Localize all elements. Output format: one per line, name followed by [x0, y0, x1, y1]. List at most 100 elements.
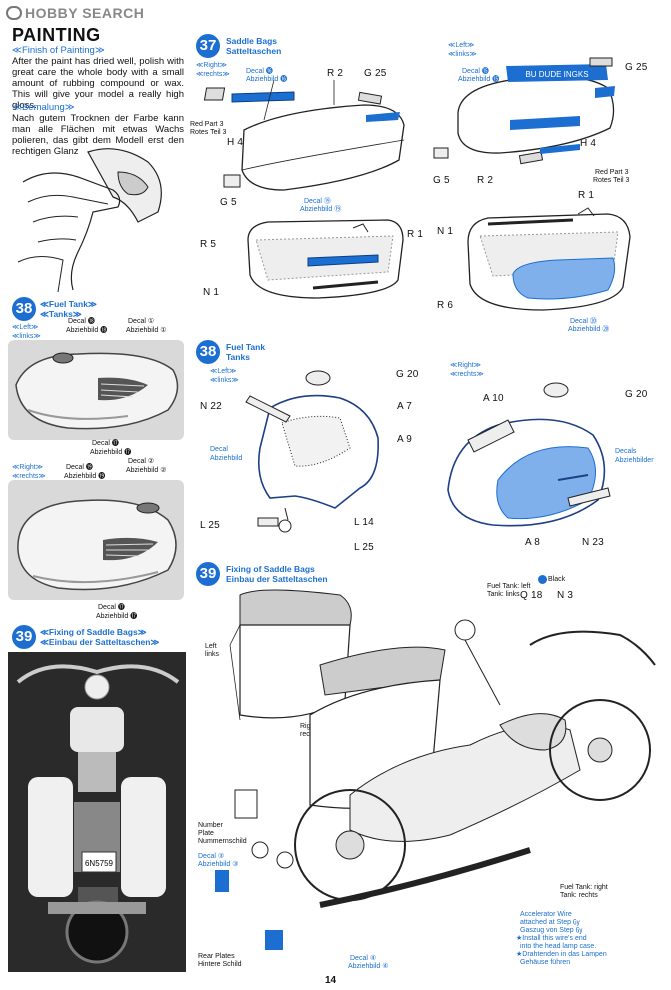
- decal35-label-de: Abziehbild ⑲: [300, 206, 342, 213]
- s38-left-de: ≪links≫: [210, 377, 239, 384]
- a8-label: A 8: [525, 537, 541, 548]
- fuel-tank-title-en: ≪Fuel Tank≫: [40, 299, 97, 309]
- accel-wire-3: Gaszug von Step ㏉: [520, 927, 583, 934]
- n1b-label: N 1: [437, 226, 454, 237]
- r2-label: R 2: [327, 68, 344, 79]
- n1-label: N 1: [203, 287, 220, 298]
- saddle-bags-title-en: Saddle Bags: [226, 36, 278, 46]
- decal-label-de: Abziehbild: [210, 455, 243, 462]
- s38-left-en: ≪Left≫: [210, 368, 237, 375]
- right-label-de: ≪rechts≫: [12, 473, 46, 480]
- s37-left-en: ≪Left≫: [448, 42, 475, 49]
- logo-mark-icon: [6, 6, 22, 20]
- decal16-label-de: Abziehbild ⓯: [458, 76, 500, 83]
- red-part-label: Red Part 3: [190, 121, 224, 128]
- l25-label: L 25: [200, 520, 220, 531]
- decal35-label: Decal ⑲: [304, 198, 331, 205]
- accel-wire-4: ★Install this wire's end: [516, 935, 587, 942]
- left-label-de: ≪links≫: [12, 333, 41, 340]
- motorcycle-rear-photo: 6N5759: [8, 652, 186, 972]
- decals-label: Decals: [615, 448, 637, 455]
- accel-wire-6: ★Drahtenden in das Lampen: [516, 951, 607, 958]
- fuel-tank-title-de-r: Tanks: [226, 352, 250, 362]
- decal17-label: Decal ⓰: [246, 68, 273, 75]
- painting-title: PAINTING: [12, 25, 101, 45]
- decal18r-label: Decal ⓱: [98, 604, 125, 611]
- red-part-label-de: Rotes Teil 3: [190, 129, 227, 136]
- number-plate-label-2: Plate: [198, 830, 214, 837]
- fuel-tank-title-en-r: Fuel Tank: [226, 342, 266, 352]
- saddle-bags-title-de: Satteltaschen: [226, 46, 282, 56]
- l25b-label: L 25: [354, 542, 374, 553]
- r2b-label: R 2: [477, 175, 494, 186]
- s38-right-de: ≪rechts≫: [450, 371, 484, 378]
- step-38-badge: 38: [196, 340, 220, 364]
- rear-plates-label: Rear Plates: [198, 953, 235, 960]
- finish-de-title: ≪Bemalung≫: [12, 102, 75, 113]
- fixing-saddle-title-en-r: Fixing of Saddle Bags: [226, 564, 315, 574]
- decal18r-label-de: Abziehbild ⓱: [96, 613, 138, 620]
- ft-left-label-de: Tank: links: [487, 591, 520, 598]
- left-label-en: ≪Left≫: [12, 324, 39, 331]
- black-label: Black: [548, 576, 566, 583]
- decal4-label: Decal ④: [350, 955, 377, 962]
- decal19-label-de: Abziehbild ⓲: [66, 327, 108, 334]
- decal2-label: Decal ②: [128, 458, 155, 465]
- g5b-label: G 5: [433, 175, 450, 186]
- s37-left-de: ≪links≫: [448, 51, 477, 58]
- number-plate-label-1: Number: [198, 822, 223, 829]
- step-37-badge: 37: [196, 34, 220, 58]
- n23-label: N 23: [582, 537, 604, 548]
- decal18-label-de: Abziehbild ⓱: [90, 449, 132, 456]
- left-bag-label: Left: [205, 643, 217, 650]
- a10-label: A 10: [483, 393, 504, 404]
- finish-de-text: Nach gutem Trocknen der Farbe kann man a…: [12, 113, 184, 157]
- decal2-label-de: Abziehbild ②: [126, 467, 167, 474]
- decal1-label-de: Abziehbild ①: [126, 327, 167, 334]
- finish-en-title: ≪Finish of Painting≫: [12, 45, 105, 56]
- decal3-label-de: Abziehbild ③: [198, 861, 239, 868]
- decal4-label-de: Abziehbild ④: [348, 963, 389, 970]
- left-saddle-bag-box: [458, 202, 638, 322]
- number-plate-label-3: Nummernschild: [198, 838, 247, 845]
- decal20-label-de: Abziehbild ⓳: [64, 473, 106, 480]
- left-fuel-tank-drawing: [240, 368, 390, 548]
- r6-label: R 6: [437, 300, 454, 311]
- red-part2-label-de: Rotes Teil 3: [593, 177, 630, 184]
- step-39-badge-left: 39: [12, 625, 36, 649]
- right-fuel-tank-drawing: [438, 380, 628, 540]
- fixing-saddle-title-de: ≪Einbau der Satteltaschen≫: [40, 637, 160, 647]
- black-paint-dot-icon: [538, 575, 547, 584]
- q18-label: Q 18: [520, 590, 543, 601]
- decal20-label: Decal ⓳: [66, 464, 93, 471]
- decal3-label: Decal ③: [198, 853, 225, 860]
- decal17-label-de: Abziehbild ⓰: [246, 76, 288, 83]
- l14-label: L 14: [354, 517, 374, 528]
- h4b-label: H 4: [580, 138, 597, 149]
- g5-label: G 5: [220, 197, 237, 208]
- left-saddle-bag-lid: BU DUDE INGKS: [430, 58, 615, 178]
- page-number: 14: [325, 975, 337, 986]
- finish-en-text: After the paint has dried well, polish w…: [12, 56, 184, 111]
- a9-label: A 9: [397, 434, 413, 445]
- accel-wire-7: Gehäuse führen: [520, 959, 571, 966]
- polishing-hand-illustration: [18, 142, 183, 292]
- decal-label: Decal: [210, 446, 228, 453]
- step-39-badge: 39: [196, 562, 220, 586]
- hobby-search-logo: HOBBY SEARCH: [6, 4, 144, 22]
- fuel-tank-right-photo: [8, 480, 184, 600]
- ft-right-label: Fuel Tank: right: [560, 884, 608, 891]
- accel-wire-1: Accelerator Wire: [520, 911, 572, 918]
- accel-wire-5: into the head lamp case.: [520, 943, 597, 950]
- right-saddle-bag-lid: [204, 80, 414, 210]
- step-38-badge-left: 38: [12, 297, 36, 321]
- right-saddle-bag-box: [238, 210, 408, 310]
- decal18-label: Decal ⓱: [92, 440, 119, 447]
- plate-text: 6N5759: [85, 859, 114, 868]
- fixing-saddle-title-de-r: Einbau der Satteltaschen: [226, 574, 328, 584]
- bag-decal-text: BU DUDE INGKS: [525, 70, 588, 79]
- red-part2-label: Red Part 3: [595, 169, 629, 176]
- fuel-tank-left-photo: [8, 340, 184, 440]
- g20-label: G 20: [396, 369, 419, 380]
- rear-plates-label-de: Hintere Schild: [198, 961, 242, 968]
